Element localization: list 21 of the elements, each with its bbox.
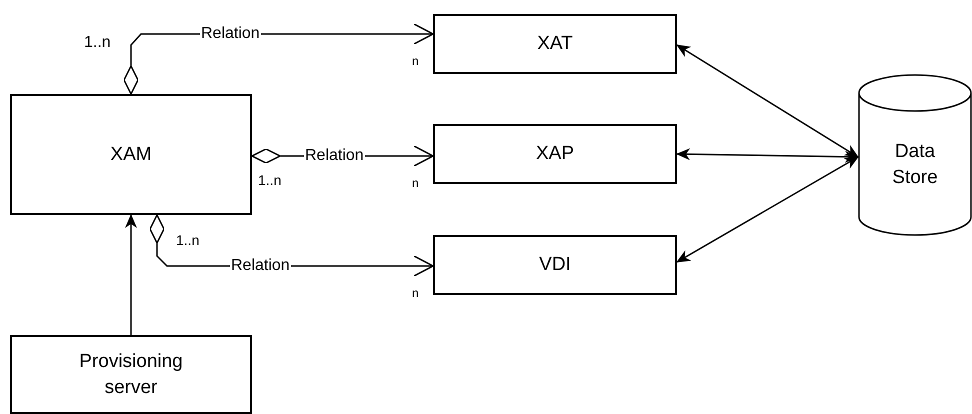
multiplicity-label: n [412, 54, 419, 68]
node-label: Provisioning server [78, 350, 184, 400]
entity-box [10, 335, 252, 414]
entity-box [10, 94, 252, 215]
database-cylinder [858, 74, 972, 236]
node-label: VDI [539, 253, 571, 277]
entity-box [433, 14, 677, 74]
entity-box [433, 235, 677, 295]
arrow [125, 214, 137, 335]
arrow [676, 156, 859, 263]
multiplicity-label: 1..n [84, 34, 111, 52]
node-label: Data Store [891, 140, 939, 190]
node-label: XAP [536, 142, 574, 166]
node-label: XAT [537, 32, 573, 56]
multiplicity-label: n [412, 286, 419, 300]
entity-box [433, 124, 677, 184]
multiplicity-label: 1..n [258, 172, 282, 188]
node-label: XAM [110, 142, 152, 166]
arrow [676, 44, 859, 158]
multiplicity-label: 1..n [176, 232, 200, 248]
multiplicity-label: n [412, 176, 419, 190]
